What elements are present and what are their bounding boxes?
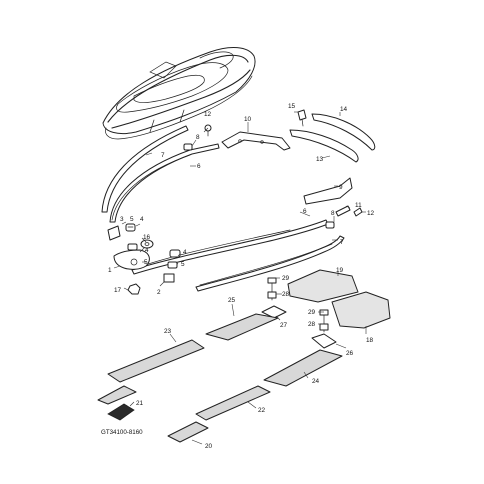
bracket-10 bbox=[221, 131, 291, 151]
callout-5: 5 bbox=[130, 216, 134, 223]
callout-20: 20 bbox=[205, 443, 213, 450]
callout-29: 29 bbox=[282, 275, 290, 282]
washer-8-right bbox=[325, 221, 335, 229]
mat-20 bbox=[167, 421, 209, 443]
mat-25 bbox=[205, 313, 279, 341]
mat-21 bbox=[97, 385, 137, 421]
mat-23 bbox=[107, 339, 205, 383]
bow-guard bbox=[113, 249, 150, 270]
callout-15: 15 bbox=[288, 103, 296, 110]
standoff-upper bbox=[261, 277, 287, 319]
callout-3: 3 bbox=[120, 216, 124, 223]
watercraft-hull bbox=[102, 47, 256, 140]
callout-17: 17 bbox=[114, 287, 122, 294]
washer-16 bbox=[140, 239, 154, 249]
trim-14 bbox=[311, 113, 376, 151]
callout-28: 28 bbox=[308, 321, 316, 328]
nut-5-left bbox=[127, 243, 138, 251]
bolt-11 bbox=[335, 205, 351, 217]
screw-12-right bbox=[353, 207, 363, 217]
callout-1: 1 bbox=[108, 267, 112, 274]
callout-4: 4 bbox=[145, 247, 149, 254]
callout-10: 10 bbox=[244, 116, 252, 123]
trim-13 bbox=[289, 129, 359, 163]
screw-15 bbox=[297, 109, 307, 127]
callout-28: 28 bbox=[282, 291, 290, 298]
callout-27: 27 bbox=[280, 322, 288, 329]
callout-8: 8 bbox=[331, 210, 335, 217]
callout-25: 25 bbox=[228, 297, 236, 304]
nut-5-right bbox=[167, 261, 178, 269]
callout-5: 5 bbox=[144, 259, 148, 266]
leader-lines bbox=[113, 111, 367, 445]
callout-4: 4 bbox=[140, 216, 144, 223]
standoff-lower bbox=[311, 309, 337, 349]
mat-18 bbox=[331, 291, 391, 329]
callout-16: 16 bbox=[143, 234, 151, 241]
callout-6: 6 bbox=[303, 208, 307, 215]
callout-7: 7 bbox=[340, 239, 344, 246]
clip-4-left bbox=[125, 223, 136, 232]
callout-6: 6 bbox=[197, 163, 201, 170]
callout-21: 21 bbox=[136, 400, 144, 407]
bracket-9 bbox=[303, 177, 353, 205]
callout-29: 29 bbox=[308, 309, 316, 316]
callout-12: 12 bbox=[367, 210, 375, 217]
callout-12: 12 bbox=[204, 111, 212, 118]
callout-11: 11 bbox=[355, 202, 362, 209]
clip-4-right bbox=[169, 249, 181, 258]
mat-24 bbox=[263, 349, 343, 387]
callout-26: 26 bbox=[346, 350, 354, 357]
mat-22 bbox=[195, 385, 271, 421]
grommet-17 bbox=[127, 283, 141, 295]
gunwale-strip-upper bbox=[101, 125, 220, 223]
callout-4: 4 bbox=[183, 249, 187, 256]
callout-labels: 7 6 12 8 10 15 14 13 9 11 12 8 6 7 3 5 4… bbox=[101, 103, 375, 450]
callout-8: 8 bbox=[196, 134, 200, 141]
washer-8-upper bbox=[183, 143, 193, 151]
callout-2: 2 bbox=[157, 289, 161, 296]
callout-13: 13 bbox=[316, 156, 324, 163]
bracket-3 bbox=[107, 225, 121, 241]
callout-18: 18 bbox=[366, 337, 374, 344]
callout-19: 19 bbox=[336, 267, 344, 274]
callout-22: 22 bbox=[258, 407, 266, 414]
callout-23: 23 bbox=[164, 328, 172, 335]
figure-code: GT34100-8160 bbox=[101, 429, 143, 436]
plate-2 bbox=[163, 273, 175, 283]
callout-5: 5 bbox=[181, 261, 185, 268]
callout-9: 9 bbox=[339, 184, 343, 191]
callout-14: 14 bbox=[340, 106, 348, 113]
callout-7: 7 bbox=[161, 152, 165, 159]
mat-19 bbox=[287, 269, 359, 303]
callout-24: 24 bbox=[312, 378, 320, 385]
